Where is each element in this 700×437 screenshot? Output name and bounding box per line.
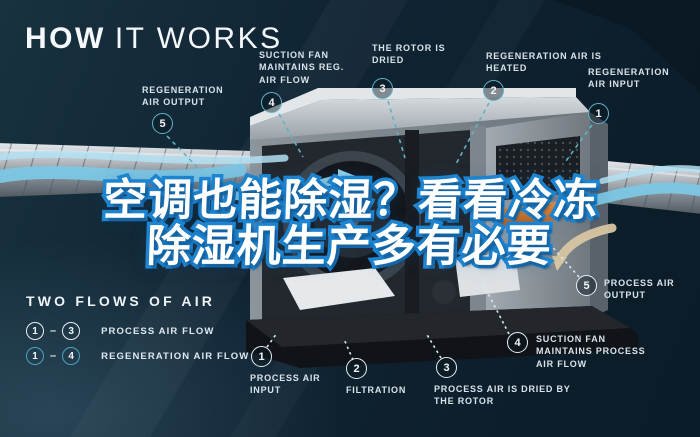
airflow-arrow-right-2 xyxy=(599,165,700,184)
callout-label-rotor-dried: THE ROTOR IS DRIED xyxy=(372,43,446,66)
machine-base-top xyxy=(246,306,630,347)
fan-panel xyxy=(455,252,520,297)
legend-process-to-badge: 3 xyxy=(62,322,81,340)
condensate-tray xyxy=(283,268,395,310)
legend-regen-to-badge: 4 xyxy=(62,347,81,365)
callout-label-regen-heated: REGENERATION AIR IS HEATED xyxy=(486,51,602,74)
legend-process-dash: – xyxy=(50,325,57,337)
tan-arrowhead xyxy=(552,256,567,271)
callout-badge-regen-5: 5 xyxy=(152,113,173,134)
leader-regen-3 xyxy=(387,100,406,159)
leader-process-3 xyxy=(425,332,442,359)
callout-label-suction-fan-reg: SUCTION FAN MAINTAINS REG. AIR FLOW xyxy=(259,50,345,85)
callout-badge-process-3: 3 xyxy=(436,357,457,378)
machine-right-face xyxy=(590,112,608,318)
chinese-headline: 空调也能除湿？看看冷冻 除湿机生产多有必要 xyxy=(0,173,700,275)
leader-process-4 xyxy=(473,265,510,335)
legend-process-from-badge: 1 xyxy=(26,322,44,340)
title-light: IT WORKS xyxy=(114,22,283,55)
callout-badge-regen-3: 3 xyxy=(372,78,393,99)
legend-row-process: 1 – 3 PROCESS AIR FLOW xyxy=(26,322,214,340)
callout-badge-process-2: 2 xyxy=(346,358,367,379)
interior-strut xyxy=(405,130,419,324)
legend-regen-label: REGENERATION AIR FLOW xyxy=(101,350,250,362)
callout-label-process-dried-by-rotor: PROCESS AIR IS DRIED BY THE ROTOR xyxy=(434,384,571,407)
legend-regen-dash: – xyxy=(50,350,57,362)
leader-regen-4 xyxy=(278,113,304,158)
airflow-arrow-left-2 xyxy=(0,150,289,165)
callout-label-regen-air-input: REGENERATION AIR INPUT xyxy=(588,67,670,90)
callout-label-suction-fan-process: SUCTION FAN MAINTAINS PROCESS AIR FLOW xyxy=(536,334,646,369)
chinese-headline-line2: 除湿机生产多有必要 xyxy=(142,218,556,274)
callout-label-process-air-input: PROCESS AIR INPUT xyxy=(250,373,321,396)
process-fan xyxy=(432,280,456,304)
legend-regen-from-badge: 1 xyxy=(26,347,44,365)
legend-row-regeneration: 1 – 4 REGENERATION AIR FLOW xyxy=(26,347,249,365)
callout-badge-process-1: 1 xyxy=(251,346,272,367)
callout-badge-regen-1: 1 xyxy=(588,103,609,124)
heater-grille-dots xyxy=(496,136,580,201)
callout-badge-process-4: 4 xyxy=(507,332,528,353)
legend-process-label: PROCESS AIR FLOW xyxy=(101,325,215,337)
leader-process-2 xyxy=(343,338,354,361)
rotor-hub xyxy=(345,213,359,227)
airflow-arrow-center xyxy=(180,173,347,201)
chinese-headline-line1: 空调也能除湿？看看冷冻 xyxy=(99,173,603,229)
leader-process-5 xyxy=(548,242,580,278)
callout-label-process-air-output: PROCESS AIR OUTPUT xyxy=(604,278,675,301)
callout-label-regen-air-output: REGENERATION AIR OUTPUT xyxy=(142,85,224,108)
leader-process-1 xyxy=(266,332,278,348)
callout-badge-regen-2: 2 xyxy=(483,80,504,101)
callout-label-filtration: FILTRATION xyxy=(346,385,407,395)
callout-badge-process-5: 5 xyxy=(576,275,597,296)
airflow-arrowhead xyxy=(338,169,358,186)
machine-top-face xyxy=(250,97,590,140)
leader-regen-2 xyxy=(455,102,490,165)
airflow-arrow-left xyxy=(0,163,247,184)
callout-badge-regen-4: 4 xyxy=(261,92,282,113)
bottom-left-glow xyxy=(0,240,345,437)
legend-heading: TWO FLOWS OF AIR xyxy=(26,293,216,309)
airflow-arrow-right xyxy=(556,182,700,214)
top-right-facet xyxy=(552,0,700,92)
title-bold: HOW xyxy=(25,22,106,55)
